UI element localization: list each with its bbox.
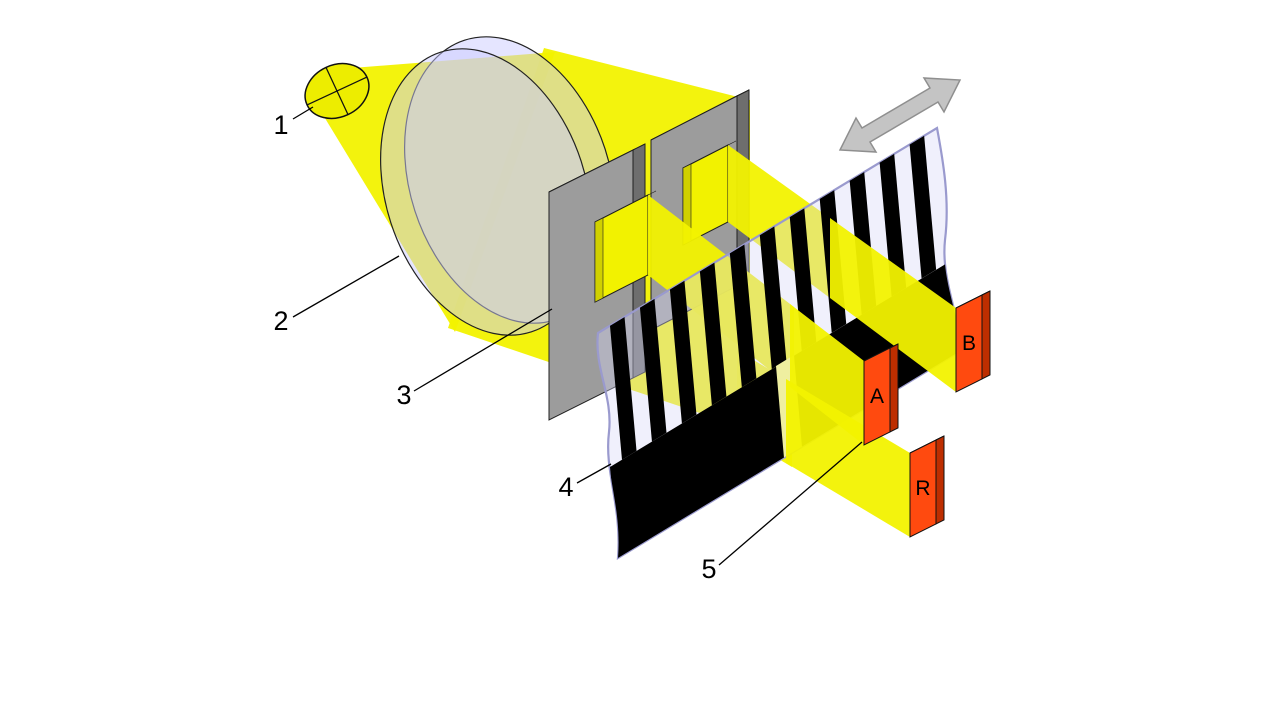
- bulb-cross-v: [325, 67, 349, 115]
- callouts: 1 2 3 4 5: [273, 106, 863, 584]
- lens-front-face: [380, 48, 592, 336]
- mask-left-plate: [548, 143, 657, 421]
- detector-b-front-face: [955, 294, 983, 393]
- label-light-source: 1: [273, 110, 288, 140]
- detector-a-front-face: [863, 347, 891, 446]
- leader-line-3: [413, 308, 553, 392]
- scale-stripe: [609, 316, 637, 460]
- leader-line-1: [292, 106, 314, 120]
- scale-stripe: [699, 262, 727, 406]
- mask-window-a-inner-left: [594, 217, 604, 303]
- beam-b-front: [830, 218, 956, 392]
- light-source-bulb-icon: [304, 62, 370, 120]
- detector-r-side-face: [935, 435, 945, 525]
- scale-stripe: [729, 244, 757, 388]
- detector-b-box: B: [955, 290, 991, 393]
- scale-stripe: [909, 135, 937, 279]
- beam-a-behind-scale: [648, 195, 794, 389]
- leader-line-4: [576, 463, 612, 484]
- detector-a-label: A: [870, 385, 884, 408]
- label-lens: 2: [273, 306, 288, 336]
- beam-r-front: [786, 379, 910, 537]
- detector-r-label: R: [915, 477, 930, 500]
- detector-r-box: R: [909, 435, 945, 538]
- scale-stripe: [639, 298, 667, 442]
- detector-b-label: B: [962, 332, 976, 355]
- label-code-scale: 4: [558, 472, 573, 502]
- beam-a-front: [790, 304, 864, 445]
- detector-r-front-face: [909, 439, 937, 538]
- label-mask: 3: [396, 380, 411, 410]
- detector-b-side-face: [981, 290, 991, 380]
- scale-stripe: [789, 208, 817, 351]
- mask-plates: [548, 89, 750, 421]
- scale-stripe: [759, 226, 787, 370]
- scale-stripe: [879, 153, 907, 297]
- label-detector: 5: [701, 554, 716, 584]
- detector-a-box: A: [863, 343, 899, 446]
- leader-line-5: [718, 441, 863, 566]
- motion-arrow-icon: [838, 77, 962, 153]
- scale-stripe: [669, 280, 697, 424]
- leader-line-2: [292, 255, 400, 318]
- detector-a-side-face: [889, 343, 899, 433]
